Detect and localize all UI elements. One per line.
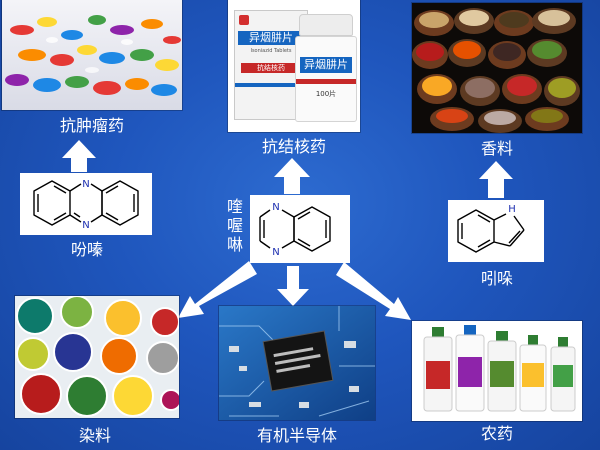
pesticide-label: 农药 (480, 424, 513, 443)
dye-photo (15, 296, 179, 418)
drug-box-note: 抗结核药 (241, 63, 301, 73)
components (229, 341, 359, 408)
arrow-phenazine-to-antitumor (62, 140, 96, 172)
bottle-label-count: 100片 (315, 90, 337, 98)
drug-box-brand-icon (239, 15, 249, 25)
phenazine-structure: N N (20, 173, 152, 235)
pesticide-bottles (423, 325, 576, 412)
semiconductor-label: 有机半导体 (256, 426, 337, 445)
fragrance-photo (412, 3, 582, 133)
chip-markings (273, 347, 321, 373)
semiconductor-photo (219, 306, 375, 420)
bottle-label-title: 异烟肼片 (300, 57, 352, 73)
bottle-cap (299, 14, 353, 36)
phenazine-atom-n-top: N (82, 179, 89, 190)
indole-atom-nh: H (508, 204, 516, 215)
drug-box-en-name: Isoniazid Tablets (250, 48, 292, 54)
quinoxaline-atom-n-top: N (272, 202, 279, 213)
drug-box-stripe (235, 83, 307, 87)
arrow-quinoxaline-to-semiconductor (277, 266, 309, 306)
indole-label: 吲哚 (480, 269, 513, 288)
antitumor-label: 抗肿瘤药 (59, 116, 124, 135)
dye-dishes (16, 296, 179, 417)
antitumor-photo (2, 0, 182, 110)
pill-cluster (5, 15, 181, 96)
bottle-label-stripe (296, 79, 356, 84)
antituberculosis-label: 抗结核药 (261, 137, 326, 156)
indole-structure: H (448, 200, 544, 262)
bottle-body: 异烟肼片 100片 (295, 36, 357, 122)
arrow-quinoxaline-to-antituberculosis (274, 158, 310, 194)
phenazine-label: 吩嗪 (70, 240, 103, 259)
quinoxaline-char-1: 喹 (226, 197, 243, 216)
drug-box-title: 异烟肼片 (238, 31, 304, 45)
quinoxaline-char-2: 喔 (226, 216, 243, 235)
pesticide-photo (412, 321, 582, 421)
drug-bottle: 异烟肼片 100片 (294, 14, 357, 122)
phenazine-atom-n-bottom: N (82, 220, 89, 231)
quinoxaline-atom-n-bottom: N (272, 247, 279, 258)
antituberculosis-photo: 异烟肼片 Isoniazid Tablets 抗结核药 异烟肼片 100片 (228, 0, 360, 132)
pcb-traces (219, 306, 375, 417)
fragrance-label: 香料 (480, 139, 513, 158)
dye-label: 染料 (78, 426, 111, 445)
arrow-indole-to-fragrance (479, 161, 513, 198)
spice-bags (412, 8, 580, 133)
quinoxaline-structure: N N (250, 195, 350, 263)
quinoxaline-char-3: 啉 (226, 235, 243, 254)
quinoxaline-name: 喹 喔 啉 (226, 197, 244, 254)
